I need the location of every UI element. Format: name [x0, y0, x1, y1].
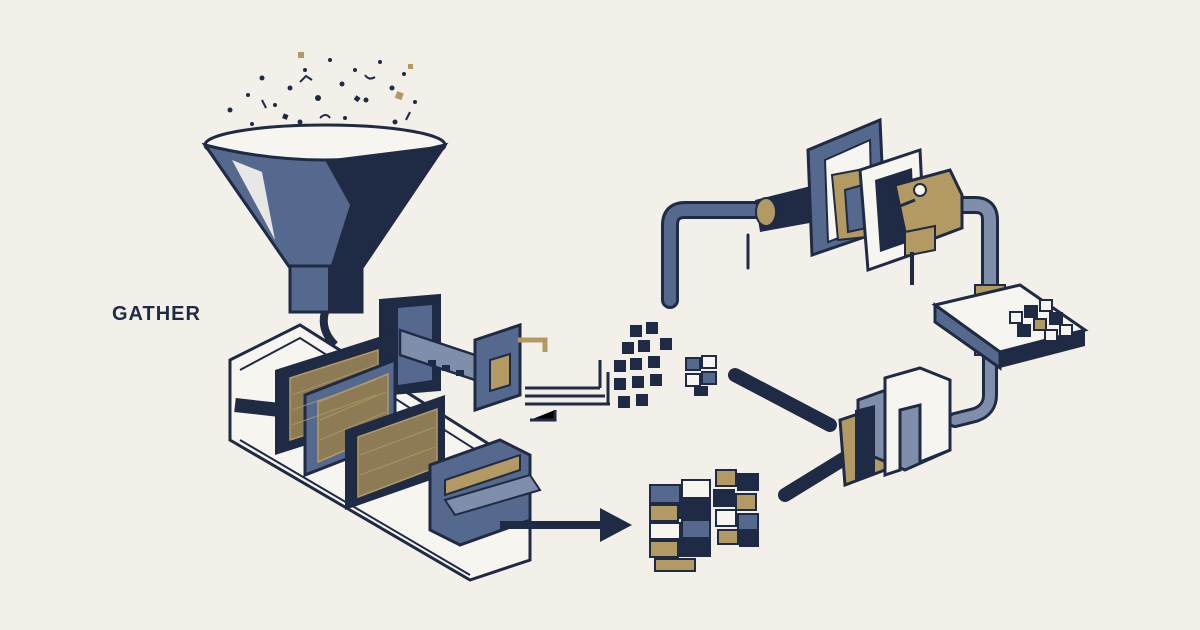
pipe-icon — [661, 196, 999, 502]
arrow-right-icon — [500, 508, 632, 542]
press-icon — [755, 117, 964, 285]
clamp-icon — [838, 366, 952, 488]
funnel-icon — [201, 123, 449, 348]
pixel-blocks-icon — [614, 322, 717, 408]
stage-label-gather: GATHER — [112, 303, 201, 325]
tray-icon — [931, 283, 1089, 371]
sieve-machine-icon — [228, 293, 610, 582]
block-stack-icon — [649, 469, 759, 572]
